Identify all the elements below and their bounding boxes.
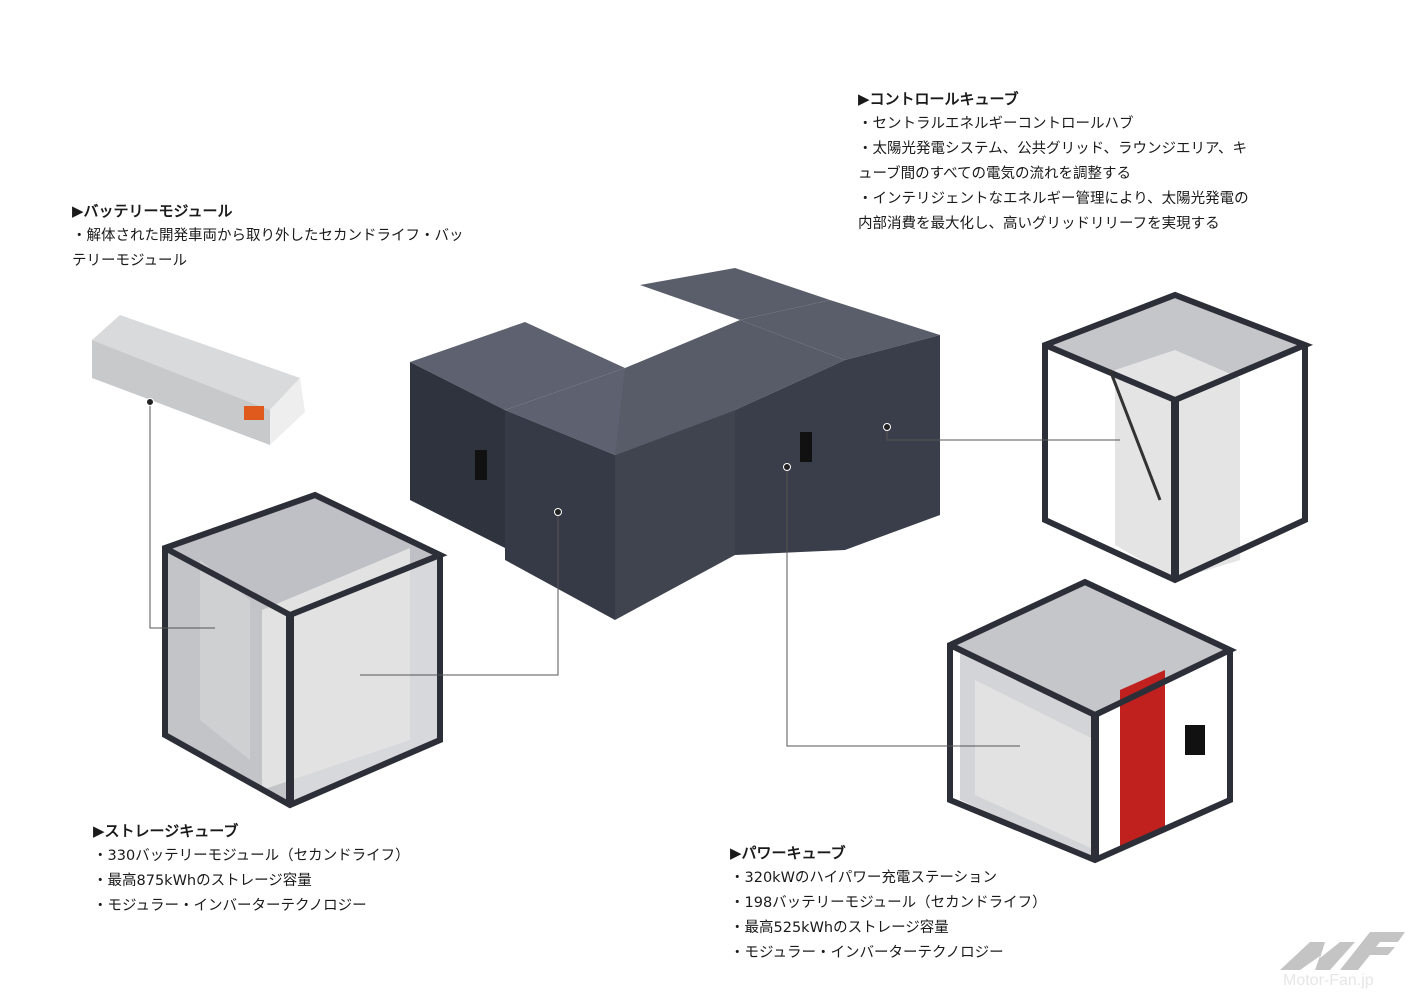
caption-line: ・最高525kWhのストレージ容量: [730, 920, 949, 936]
caption-title: ▶コントロールキューブ: [858, 90, 1019, 108]
caption-title: ▶ストレージキューブ: [93, 822, 239, 840]
caption-line: ・モジュラー・インバーターテクノロジー: [730, 945, 1004, 961]
caption-line: ューブ間のすべての電気の流れを調整する: [858, 166, 1132, 182]
caption-line: ・セントラルエネルギーコントロールハブ: [858, 116, 1134, 132]
caption-title: ▶バッテリーモジュール: [72, 202, 233, 220]
watermark-text: Motor-Fan.jp: [1283, 972, 1374, 989]
control-cube-image: [1042, 291, 1314, 584]
caption-title: ▶パワーキューブ: [730, 844, 846, 862]
central-assembly-image: [410, 268, 940, 620]
leader-lines: [149, 402, 1120, 747]
caption-line: ・モジュラー・インバーターテクノロジー: [93, 898, 367, 914]
power-cube-caption: ▶パワーキューブ ・320kWのハイパワー充電ステーション ・198バッテリーモ…: [730, 841, 1047, 966]
caption-line: ・インテリジェントなエネルギー管理により、太陽光発電の: [858, 191, 1249, 207]
caption-line: テリーモジュール: [72, 253, 187, 269]
battery-module-image: [92, 315, 305, 445]
motor-fan-logo: [1280, 932, 1405, 970]
battery-module-caption: ▶バッテリーモジュール ・解体された開発車両から取り外したセカンドライフ・バッ …: [72, 199, 464, 274]
caption-line: ・最高875kWhのストレージ容量: [93, 873, 312, 889]
caption-line: ・198バッテリーモジュール（セカンドライフ）: [730, 895, 1047, 911]
control-cube-caption: ▶コントロールキューブ ・セントラルエネルギーコントロールハブ ・太陽光発電シス…: [858, 87, 1249, 237]
caption-line: ・解体された開発車両から取り外したセカンドライフ・バッ: [72, 228, 464, 244]
caption-line: ・320kWのハイパワー充電ステーション: [730, 870, 998, 886]
caption-line: 内部消費を最大化し、高いグリッドリリーフを実現する: [858, 216, 1220, 232]
storage-cube-caption: ▶ストレージキューブ ・330バッテリーモジュール（セカンドライフ） ・最高87…: [93, 819, 410, 919]
power-cube-image: [947, 578, 1237, 864]
storage-cube-image: [162, 491, 448, 809]
leader-dots: [146, 398, 891, 516]
caption-line: ・330バッテリーモジュール（セカンドライフ）: [93, 848, 410, 864]
caption-line: ・太陽光発電システム、公共グリッド、ラウンジエリア、キ: [858, 141, 1248, 157]
